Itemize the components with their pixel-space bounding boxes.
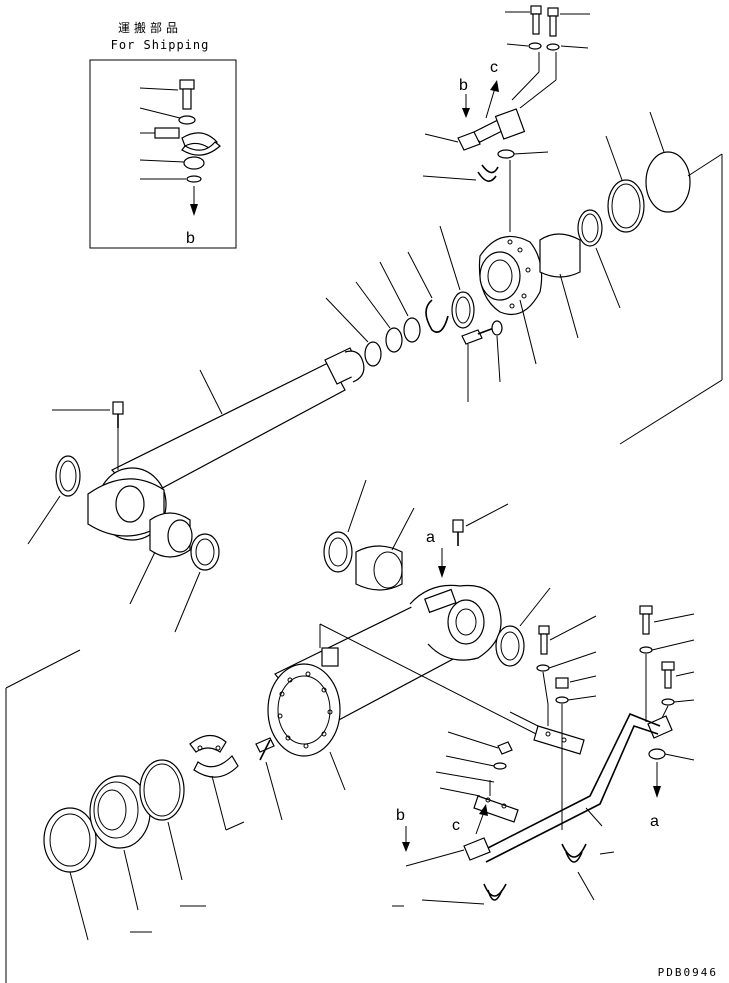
shipping-title-en: For Shipping: [111, 38, 210, 52]
shipping-title-jp: 運搬部品: [118, 20, 182, 35]
grease-fitting-tube: [452, 503, 509, 546]
top-callout-c: c: [485, 59, 499, 119]
callout-b-top: b: [459, 77, 468, 94]
right-callout-a: a: [650, 762, 661, 830]
shipping-arrow-label: b: [186, 230, 195, 247]
bottom-callout-b: b: [396, 807, 410, 852]
piston-rod-assembly: [27, 347, 365, 633]
shipping-inset: 運搬部品 For Shipping: [89, 20, 237, 249]
top-pipe-assembly: [422, 108, 549, 232]
shipping-washer-icon: [139, 107, 196, 125]
drawing-code: PDB0946: [658, 966, 718, 979]
callout-a-top: a: [426, 529, 435, 546]
piston-group: [5, 649, 283, 983]
shipping-oring-icon: [140, 175, 202, 183]
bottom-piping: [405, 605, 695, 905]
cylinder-tube: [267, 584, 549, 791]
mid-callout-a: a: [426, 529, 446, 578]
top-callout-b: b: [459, 77, 470, 118]
callout-c-top: c: [490, 59, 498, 76]
callout-a-right: a: [650, 813, 659, 830]
cylinder-head: [461, 111, 691, 402]
top-bolts: [505, 5, 590, 109]
shipping-arrow-b: b: [186, 186, 198, 247]
mid-bushings: [323, 479, 551, 667]
shipping-frame: [89, 59, 237, 249]
shipping-clamp-icon: [140, 127, 221, 156]
shipping-bolt-icon: [139, 79, 195, 110]
seal-rings-row: [325, 225, 475, 367]
callout-c-bottom: c: [452, 817, 460, 834]
callout-b-bottom: b: [396, 807, 405, 824]
shipping-plug-icon: [139, 156, 205, 170]
bottom-callout-c: c: [452, 804, 488, 835]
grease-fitting-rod: [52, 401, 124, 470]
